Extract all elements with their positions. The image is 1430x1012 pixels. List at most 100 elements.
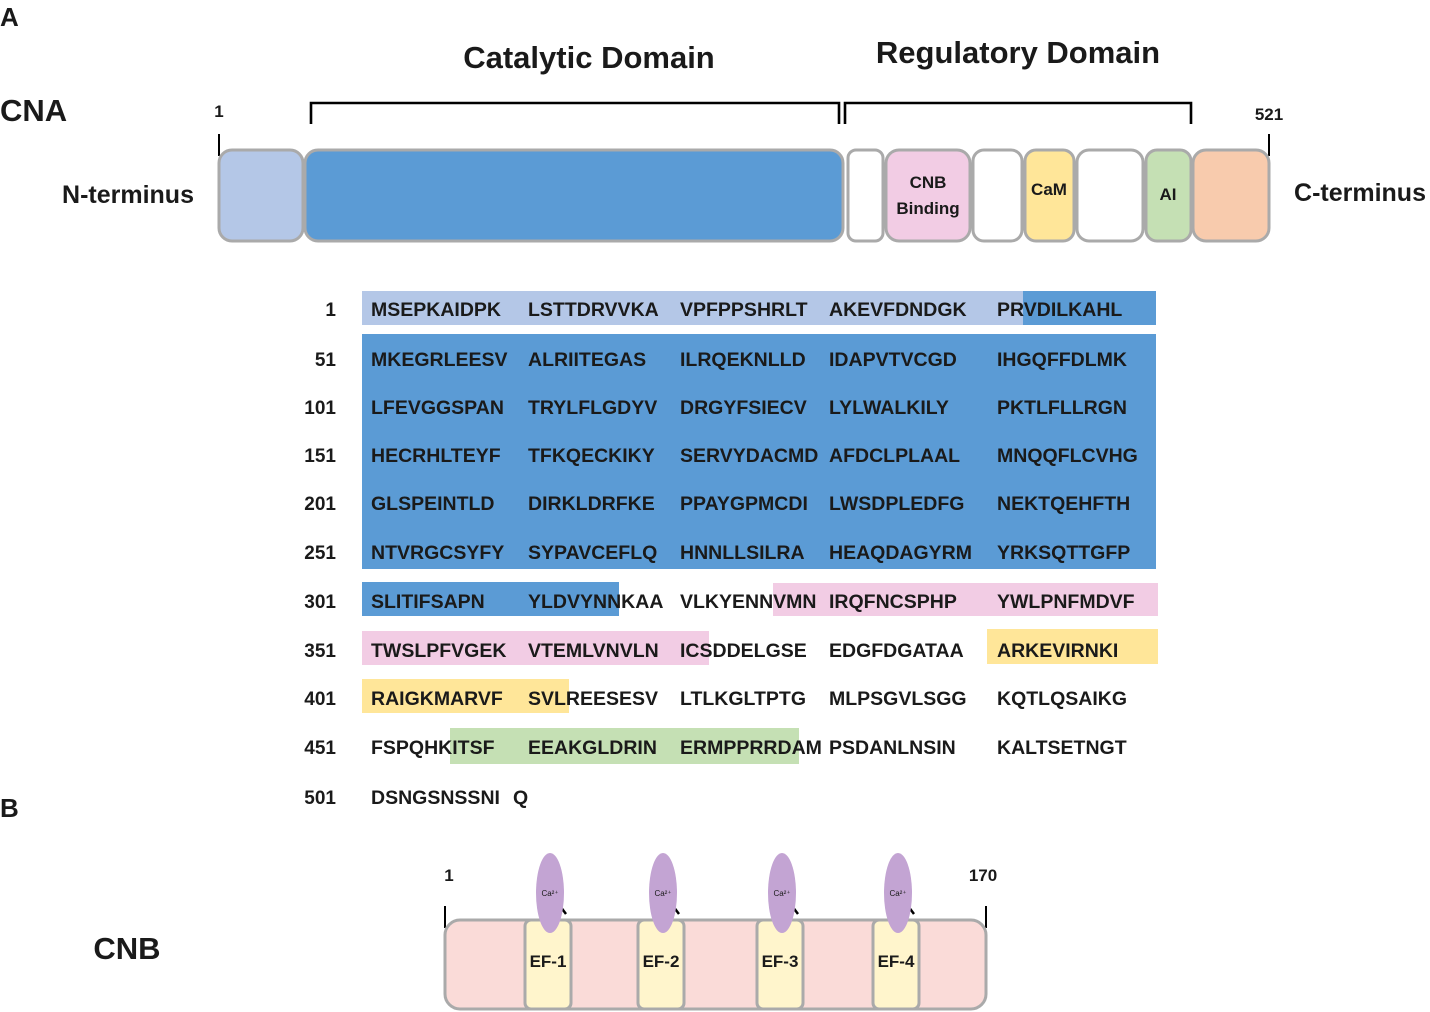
- regulatory-bracket: [843, 101, 1193, 124]
- cnb-end-number: 170: [969, 866, 997, 885]
- ef-hand-label: EF-4: [878, 952, 915, 971]
- cnb-binding-highlight-start: [773, 583, 1158, 616]
- sequence-block: NTVRGCSYFY: [371, 542, 504, 564]
- sequence-block: KALTSETNGT: [997, 737, 1127, 759]
- sequence-block: IHGQFFDLMK: [997, 349, 1127, 371]
- ef-hand-label: EF-2: [643, 952, 680, 971]
- sequence-block: LWSDPLEDFG: [829, 493, 964, 515]
- cnb-binding-segment: [884, 148, 972, 243]
- calcium-label: Ca²⁺: [773, 889, 790, 898]
- sequence-block: TRYLFLGDYV: [528, 397, 657, 419]
- sequence-block: ILRQEKNLLD: [680, 349, 806, 371]
- sequence-block: PKTLFLLRGN: [997, 397, 1127, 419]
- sequence-block: ARKEVIRNKI: [997, 640, 1118, 662]
- ai-highlight: [450, 728, 799, 764]
- sequence-highlights: [362, 291, 1158, 764]
- sequence-row-number: 401: [304, 689, 336, 710]
- catalytic-highlight-main: [362, 334, 1156, 569]
- cnb-binding-label-line1: CNB: [910, 173, 947, 192]
- calcium-ion-icon: [768, 853, 796, 933]
- sequence-block: VLKYENNVMN: [680, 591, 817, 613]
- sequence-block: TWSLPFVGEK: [371, 640, 506, 662]
- ef-hand-label: EF-1: [530, 952, 567, 971]
- sequence-block: SERVYDACMD: [680, 445, 818, 467]
- autoinhibitory-segment: [1144, 148, 1193, 243]
- sequence-row-number: 101: [304, 398, 336, 419]
- calcium-label: Ca²⁺: [654, 889, 671, 898]
- cna-start-number: 1: [214, 102, 223, 121]
- sequence-block: PRVDILKAHL: [997, 299, 1122, 321]
- sequence-block: PSDANLNSIN: [829, 737, 956, 759]
- sequence-block: SVLREESESV: [528, 688, 658, 710]
- sequence-block: EDGFDGATAA: [829, 640, 964, 662]
- calcium-label: Ca²⁺: [889, 889, 906, 898]
- cam-highlight-start: [987, 629, 1158, 664]
- sequence-block: LTLKGLTPTG: [680, 688, 806, 710]
- sequence-block: ICSDDELGSE: [680, 640, 807, 662]
- sequence-block: Q: [513, 787, 528, 809]
- cam-binding-segment: [1023, 148, 1076, 243]
- sequence-block: SLITIFSAPN: [371, 591, 485, 613]
- c-terminus-label: C-terminus: [1294, 179, 1426, 207]
- ef-hand-domains: EF-1 Ca²⁺ EF-2 Ca²⁺ EF-3 Ca²⁺ EF-4 Ca²⁺: [523, 853, 921, 1011]
- cna-domain-bar: [217, 148, 1271, 243]
- sequence-block: PPAYGPMCDI: [680, 493, 808, 515]
- linker-segment-1: [846, 148, 885, 243]
- sequence-block: AKEVFDNDGK: [829, 299, 967, 321]
- n-terminal-segment: [217, 148, 305, 243]
- sequence-block: VTEMLVNVLN: [528, 640, 659, 662]
- cna-label: CNA: [0, 93, 67, 128]
- sequence-block: MSEPKAIDPK: [371, 299, 501, 321]
- sequence-block: HECRHLTEYF: [371, 445, 501, 467]
- linker-segment-2: [971, 148, 1024, 243]
- calcium-ion-icon: [536, 853, 564, 933]
- sequence-block: YWLPNFMDVF: [997, 591, 1135, 613]
- cam-highlight-end: [362, 679, 569, 713]
- catalytic-highlight-start: [1023, 291, 1156, 325]
- calcium-ion-icon: [884, 853, 912, 933]
- sequence-block: IRQFNCSPHP: [829, 591, 957, 613]
- sequence-row-number: 51: [315, 350, 337, 371]
- catalytic-bracket: [309, 101, 841, 124]
- ef-hand-label: EF-3: [762, 952, 799, 971]
- sequence-block: VPFPPSHRLT: [680, 299, 808, 321]
- calcium-ion-icon: [649, 853, 677, 933]
- sequence-block: ERMPPRRDAM: [680, 737, 822, 759]
- c-terminal-segment: [1191, 148, 1271, 243]
- sequence-block: FSPQHKITSF: [371, 737, 495, 759]
- sequence-block: ALRIITEGAS: [528, 349, 646, 371]
- cam-label: CaM: [1031, 180, 1067, 199]
- sequence-row-number: 501: [304, 788, 336, 809]
- sequence-row-number: 151: [304, 446, 336, 467]
- calcium-label: Ca²⁺: [541, 889, 558, 898]
- sequence-block: IDAPVTVCGD: [829, 349, 957, 371]
- sequence-block: HEAQDAGYRM: [829, 542, 972, 564]
- panel-label-b: B: [0, 793, 19, 823]
- sequence-block: MKEGRLEESV: [371, 349, 508, 371]
- cnb-binding-highlight-end: [362, 631, 709, 665]
- sequence-block: NEKTQEHFTH: [997, 493, 1130, 515]
- regulatory-domain-title: Regulatory Domain: [876, 35, 1160, 70]
- cnb-binding-label-line2: Binding: [896, 199, 959, 218]
- sequence-block: MLPSGVLSGG: [829, 688, 967, 710]
- sequence-row-number: 451: [304, 738, 336, 759]
- n-terminus-label: N-terminus: [62, 181, 194, 209]
- sequence-block: AFDCLPLAAL: [829, 445, 960, 467]
- ai-label: AI: [1160, 185, 1177, 204]
- sequence-block: DSNGSNSSNI: [371, 787, 500, 809]
- sequence-block: LSTTDRVVKA: [528, 299, 659, 321]
- sequence-row-number: 201: [304, 494, 336, 515]
- sequence-row-number: 251: [304, 543, 336, 564]
- sequence-block: MNQQFLCVHG: [997, 445, 1138, 467]
- catalytic-highlight-end: [362, 582, 619, 616]
- linker-segment-3: [1075, 148, 1145, 243]
- sequence-block: YRKSQTTGFP: [997, 542, 1130, 564]
- sequence-block: YLDVYNNKAA: [528, 591, 663, 613]
- sequence-block: TFKQECKIKY: [528, 445, 655, 467]
- sequence-block: GLSPEINTLD: [371, 493, 495, 515]
- sequence-block: EEAKGLDRIN: [528, 737, 657, 759]
- sequence-block: KQTLQSAIKG: [997, 688, 1127, 710]
